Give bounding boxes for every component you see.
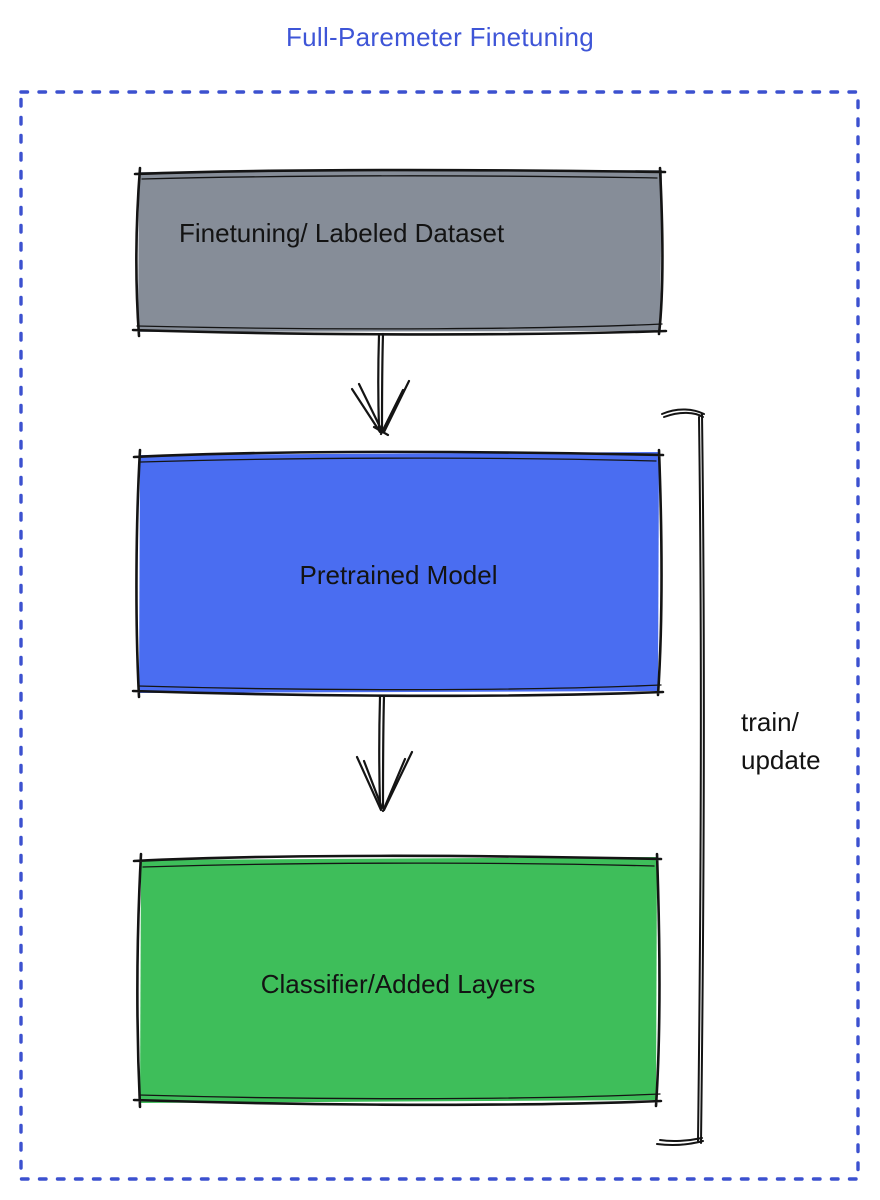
node-classifier-layers-fill: [140, 857, 657, 1103]
diagram-title: Full-Paremeter Finetuning: [285, 22, 595, 52]
train-update-label-line2: update: [741, 745, 821, 775]
node-finetuning-dataset-label: Finetuning/ Labeled Dataset: [179, 218, 505, 248]
arrow-dataset-to-pretrained: [350, 332, 411, 437]
node-classifier-layers-label: Classifier/Added Layers: [260, 969, 536, 999]
train-update-label: train/ update: [741, 703, 821, 779]
arrow-pretrained-to-classifier: [355, 694, 414, 813]
node-pretrained-model-label: Pretrained Model: [299, 560, 498, 590]
node-pretrained-model-border-double: [137, 457, 662, 691]
node-pretrained-model-fill: [139, 452, 659, 693]
node-classifier-layers-border-double: [138, 862, 661, 1100]
node-finetuning-dataset-border-double: [136, 175, 663, 330]
dotted-boundary: [19, 90, 860, 1181]
node-classifier-layers-border: [132, 852, 663, 1109]
node-finetuning-dataset-border: [131, 166, 668, 338]
train-update-bracket: [656, 408, 705, 1146]
node-finetuning-dataset-fill: [138, 170, 662, 332]
node-pretrained-model-border: [131, 448, 665, 699]
train-update-label-line1: train/: [741, 707, 799, 737]
sketch-borders: [131, 166, 705, 1146]
